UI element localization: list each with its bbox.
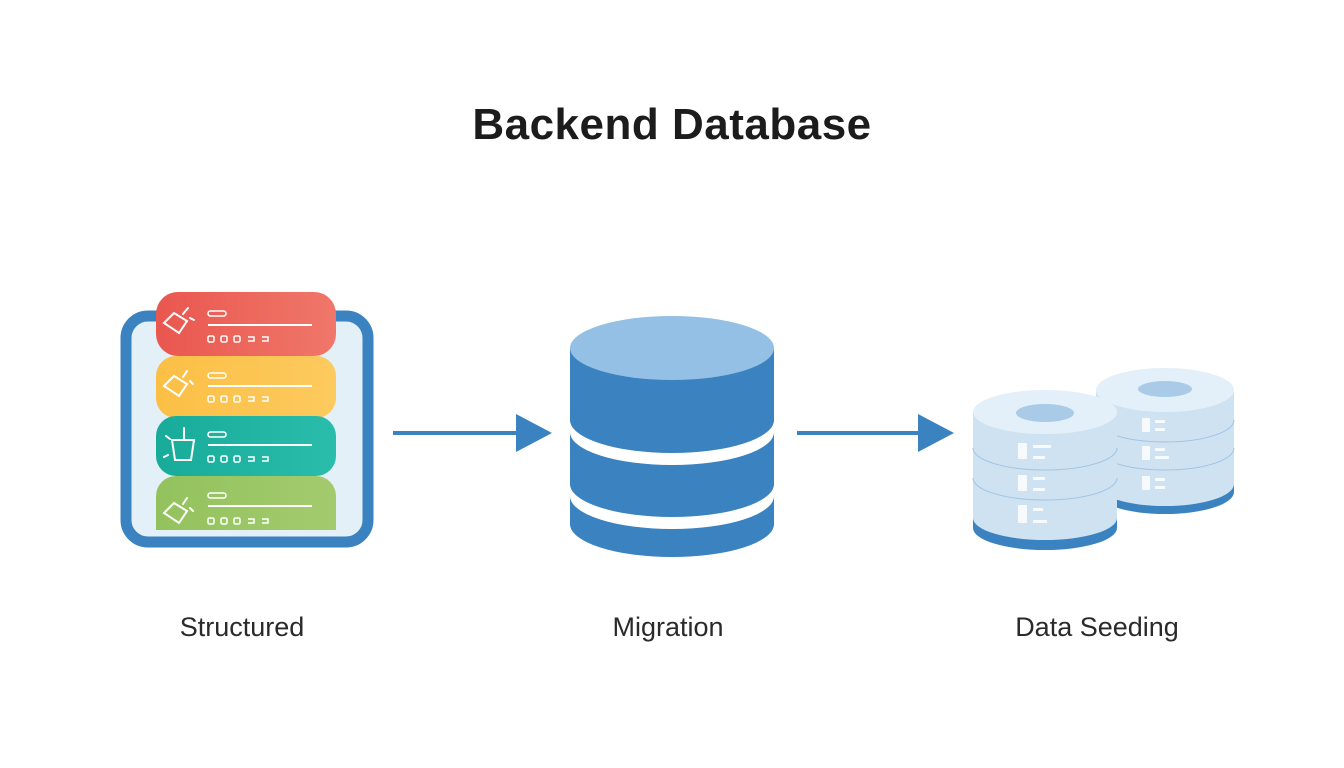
stage-label-data-seeding: Data Seeding xyxy=(1015,612,1179,642)
database-icon xyxy=(570,316,774,557)
database-stack-back xyxy=(1095,368,1235,514)
schema-list-icon xyxy=(120,292,374,548)
edit-icon xyxy=(162,370,194,398)
stage-label-structured: Structured xyxy=(179,612,305,642)
schema-card-yellow xyxy=(156,356,336,418)
arrow-right-icon xyxy=(393,414,552,452)
edit-icon xyxy=(162,497,194,525)
seeded-databases-icon xyxy=(972,368,1235,550)
edit-icon xyxy=(162,307,195,335)
schema-card-green xyxy=(156,476,336,530)
diagram-title: Backend Database xyxy=(472,100,872,149)
arrow-right-icon xyxy=(797,414,954,452)
schema-card-teal xyxy=(156,416,336,476)
schema-card-red xyxy=(156,292,336,356)
database-stack-front xyxy=(972,390,1118,550)
stage-label-migration: Migration xyxy=(612,612,724,642)
box-icon xyxy=(163,427,196,461)
